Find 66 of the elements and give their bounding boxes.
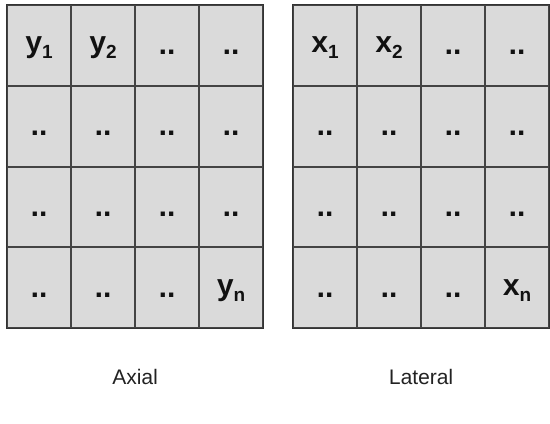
grid-cell (71, 86, 135, 166)
cell-text: .. (222, 109, 240, 144)
cell-text: .. (158, 190, 176, 224)
grid-cell (71, 5, 135, 86)
grid-cell (135, 166, 199, 248)
cell-text: .. (222, 28, 240, 62)
cell-text: .. (508, 190, 526, 224)
cell-text: .. (380, 109, 398, 144)
cell-text: .. (316, 109, 334, 144)
cell-text: .. (30, 270, 48, 305)
cell-text: .. (94, 270, 112, 305)
cell-text: .. (94, 190, 112, 224)
grid-cell (7, 247, 71, 328)
cell-text: .. (444, 28, 462, 62)
grid-cell (199, 5, 263, 86)
cell-text: .. (30, 190, 48, 224)
grid-cell (421, 5, 485, 86)
cell-text: .. (380, 190, 398, 224)
grid-cell (135, 247, 199, 328)
cell-text: .. (158, 28, 176, 62)
cell-text: .. (94, 109, 112, 144)
grid-cell (71, 247, 135, 328)
grid-cell (485, 166, 549, 248)
grid-cell (485, 247, 549, 328)
grid-cell (71, 166, 135, 248)
cell-text: x$_{1}$ (311, 26, 339, 64)
grid-cell (135, 5, 199, 86)
grid-cell (7, 5, 71, 86)
cell-text: .. (444, 190, 462, 224)
grid-cell (485, 86, 549, 166)
grid-caption: Axial (111, 366, 159, 390)
cell-text: .. (158, 270, 176, 305)
grid-cell (293, 166, 357, 248)
grid-cell (199, 166, 263, 248)
cell-text: .. (316, 190, 334, 224)
cell-text: x$_{n}$ (502, 268, 532, 307)
grid-caption: Lateral (388, 366, 454, 390)
grid-cell (293, 5, 357, 86)
cell-text: .. (444, 109, 462, 144)
cell-text: y$_{2}$ (89, 26, 117, 64)
cell-text: y$_{n}$ (216, 268, 246, 307)
cell-text: .. (222, 190, 240, 224)
grid-cell (357, 247, 421, 328)
grid-cell (421, 247, 485, 328)
grid-cell (421, 86, 485, 166)
grid-cell (199, 247, 263, 328)
grid-cell (7, 86, 71, 166)
grid-cell (357, 166, 421, 248)
grid-cell (293, 247, 357, 328)
cell-text: .. (316, 270, 334, 305)
cell-text: .. (158, 109, 176, 144)
cell-text: .. (380, 270, 398, 305)
grid-cell (421, 166, 485, 248)
cell-text: .. (30, 109, 48, 144)
grid-cell (485, 5, 549, 86)
grid-cell (135, 86, 199, 166)
grid-cell (357, 86, 421, 166)
cell-text: .. (444, 270, 462, 305)
cell-text: .. (508, 28, 526, 62)
grid-cell (199, 86, 263, 166)
cell-text: .. (508, 109, 526, 144)
cell-text: x$_{2}$ (375, 26, 403, 64)
grid-cell (357, 5, 421, 86)
grid-cell (7, 166, 71, 248)
cell-text: y$_{1}$ (25, 26, 53, 64)
grid-cell (293, 86, 357, 166)
